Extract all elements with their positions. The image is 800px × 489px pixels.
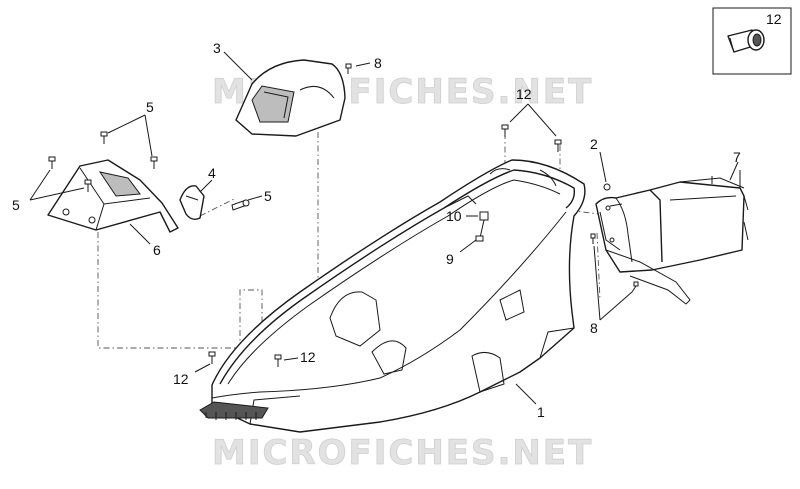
callout-2: 2 <box>590 136 598 152</box>
callout-8-top: 8 <box>374 55 382 71</box>
callout-5-top: 5 <box>146 99 154 115</box>
part-7-box <box>595 170 749 305</box>
screw-group-12-lower <box>208 351 282 367</box>
watermark-bottom: MICROFICHES.NET <box>212 433 593 473</box>
part-4-clip <box>179 185 205 221</box>
assembly-guide-lines <box>97 132 601 349</box>
callout-4: 4 <box>208 165 216 181</box>
part-1-helmet-compartment <box>199 159 586 433</box>
callout-8-lower: 8 <box>590 320 598 336</box>
callout-9: 9 <box>446 251 454 267</box>
callout-12-inset: 12 <box>766 11 782 27</box>
part-3-cover <box>235 59 346 137</box>
part-10-nut <box>479 211 489 221</box>
callout-10: 10 <box>446 208 462 224</box>
screw-group-12-upper <box>501 124 562 152</box>
part-9-bolt <box>475 219 485 242</box>
callout-12-upper: 12 <box>516 86 532 102</box>
callout-5-mid: 5 <box>264 188 272 204</box>
inset-part-12: 12 <box>712 7 792 75</box>
screw-5-mid <box>231 199 250 211</box>
screw-group-5 <box>48 131 158 192</box>
screw-8-top <box>345 63 352 74</box>
callout-6: 6 <box>153 242 161 258</box>
socket-icon <box>727 29 765 53</box>
callout-5-left: 5 <box>12 197 20 213</box>
callout-12-lower-left: 12 <box>173 371 189 387</box>
callout-1: 1 <box>537 404 545 420</box>
callout-12-lower-mid: 12 <box>300 349 316 365</box>
part-6-bracket <box>47 159 179 233</box>
screw-group-8-lower <box>590 233 639 293</box>
callout-3: 3 <box>213 40 221 56</box>
callout-7: 7 <box>733 149 741 165</box>
part-2-screw <box>603 183 611 191</box>
